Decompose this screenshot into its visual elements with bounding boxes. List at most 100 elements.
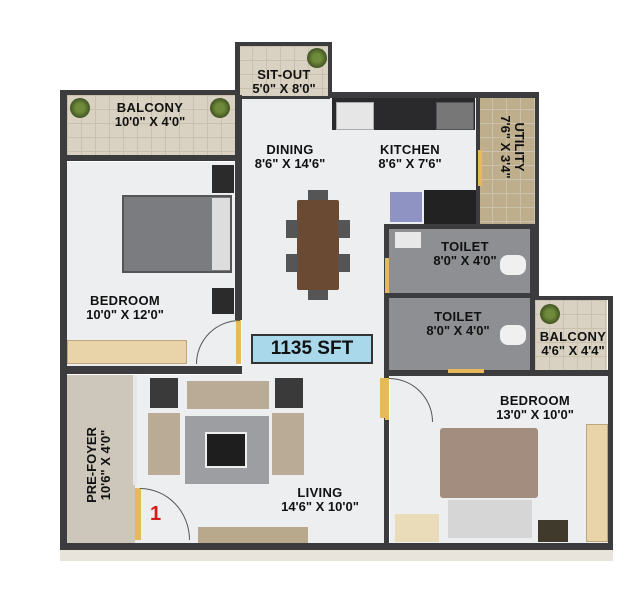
room-dims: 8'0" X 4'0" [433,253,497,269]
plant-icon [307,48,327,68]
kitchen-fridge [390,192,422,222]
bed-left-pillows [212,198,230,270]
wall-top-kitchen [330,92,538,98]
room-dims: 8'6" X 7'6" [378,156,442,172]
door-utility [478,150,482,186]
wall-sitout-bottom [238,96,330,99]
room-name: TOILET [441,239,489,254]
wall-bottom [60,543,613,550]
room-label-toilet-2: TOILET 8'0" X 4'0" [413,309,503,339]
wall-balcony-bedroom [67,155,239,161]
room-name: TOILET [434,309,482,324]
kitchen-sink [336,102,374,130]
bed-right [440,428,538,498]
dining-chair [308,290,328,300]
floor-plan: SIT-OUT 5'0" X 8'0" BALCONY 10'0" X 4'0"… [60,42,613,561]
wall-sitout-left [235,42,240,98]
dining-chair [338,254,350,272]
room-dims: 10'0" X 4'0" [114,114,186,130]
dining-chair [286,220,298,238]
wall-toilet-right [530,225,535,373]
wall-toilet-divider [384,293,536,298]
side-table [150,378,178,408]
wall-sitout-top [235,42,332,46]
door-bedroom-right [385,378,389,420]
kitchen-hob [436,102,474,130]
plant-icon [540,304,560,324]
nightstand [212,165,234,193]
pre-foyer-floor [67,375,135,545]
room-label-bedroom-left: BEDROOM 10'0" X 12'0" [70,293,180,323]
dining-chair [338,220,350,238]
dining-chair [286,254,298,272]
wc-fixture [500,255,526,275]
utility-floor [478,95,538,225]
door-living-side [380,378,385,418]
room-name: BEDROOM [500,393,570,408]
room-dims: 7'6" X 3'4" [497,115,513,179]
room-name: KITCHEN [380,142,440,157]
study-desk [395,514,439,542]
wash-basin [395,232,421,248]
room-dims: 14'6" X 10'0" [281,499,359,515]
room-label-kitchen: KITCHEN 8'6" X 7'6" [360,142,460,172]
sofa-back [187,381,269,409]
room-dims: 10'0" X 12'0" [86,307,164,323]
room-dims: 4'6" X 4'4" [541,343,605,359]
wardrobe-left [67,340,187,364]
room-label-bedroom-right: BEDROOM 13'0" X 10'0" [480,393,590,423]
dining-chair [308,190,328,200]
bed-right-pillows [448,500,532,538]
wall-balcony-right-top [535,296,612,300]
room-label-pre-foyer: PRE-FOYER 10'6" X 4'0" [84,415,115,515]
room-label-utility: UTILITY 7'6" X 3'4" [496,102,527,192]
total-area-badge: 1135 SFT [251,334,373,364]
door-entry [135,488,141,540]
door-toilet-1 [385,258,389,293]
room-name: BEDROOM [90,293,160,308]
wall-bedroom-dining [235,95,242,320]
wall-left [60,90,67,550]
room-label-toilet-1: TOILET 8'0" X 4'0" [420,239,510,269]
room-label-balcony-top: BALCONY 10'0" X 4'0" [90,100,210,130]
tv-unit [198,527,308,543]
wall-utility-right [535,92,539,300]
room-dims: 8'0" X 4'0" [426,323,490,339]
wall-bedroom-living [67,366,242,374]
room-name: LIVING [297,485,343,500]
wall-toilet-bottom [384,370,612,376]
room-name: SIT-OUT [257,67,311,82]
wall-toilet-top [384,224,536,229]
nightstand [212,288,234,314]
entry-marker: 1 [150,503,162,525]
room-dims: 10'6" X 4'0" [98,429,114,501]
coffee-table [205,432,247,468]
exterior-strip [60,550,613,561]
armchair-right [272,413,304,475]
room-label-sit-out: SIT-OUT 5'0" X 8'0" [240,67,328,97]
wall-foyer-living [133,375,137,485]
room-dims: 5'0" X 8'0" [252,81,316,97]
wardrobe-right [586,424,608,542]
kitchen-lower-counter [424,190,476,224]
wall-top-balcony [60,90,240,95]
plant-icon [210,98,230,118]
plant-icon [70,98,90,118]
room-label-balcony-right: BALCONY 4'6" X 4'4" [534,329,612,359]
room-label-dining: DINING 8'6" X 14'6" [240,142,340,172]
room-name: BALCONY [116,100,184,115]
room-name: DINING [266,142,314,157]
room-dims: 8'6" X 14'6" [254,156,326,172]
room-label-living: LIVING 14'6" X 10'0" [265,485,375,515]
wc-fixture [500,325,526,345]
room-name: UTILITY [512,122,527,172]
wall-sitout-right [328,42,332,98]
dining-table [297,200,339,290]
wall-right [608,296,613,550]
balcony-top-floor [67,95,237,157]
room-dims: 13'0" X 10'0" [496,407,574,423]
side-table [275,378,303,408]
room-name: PRE-FOYER [84,427,99,503]
room-name: BALCONY [539,329,607,344]
nightstand [538,520,568,542]
